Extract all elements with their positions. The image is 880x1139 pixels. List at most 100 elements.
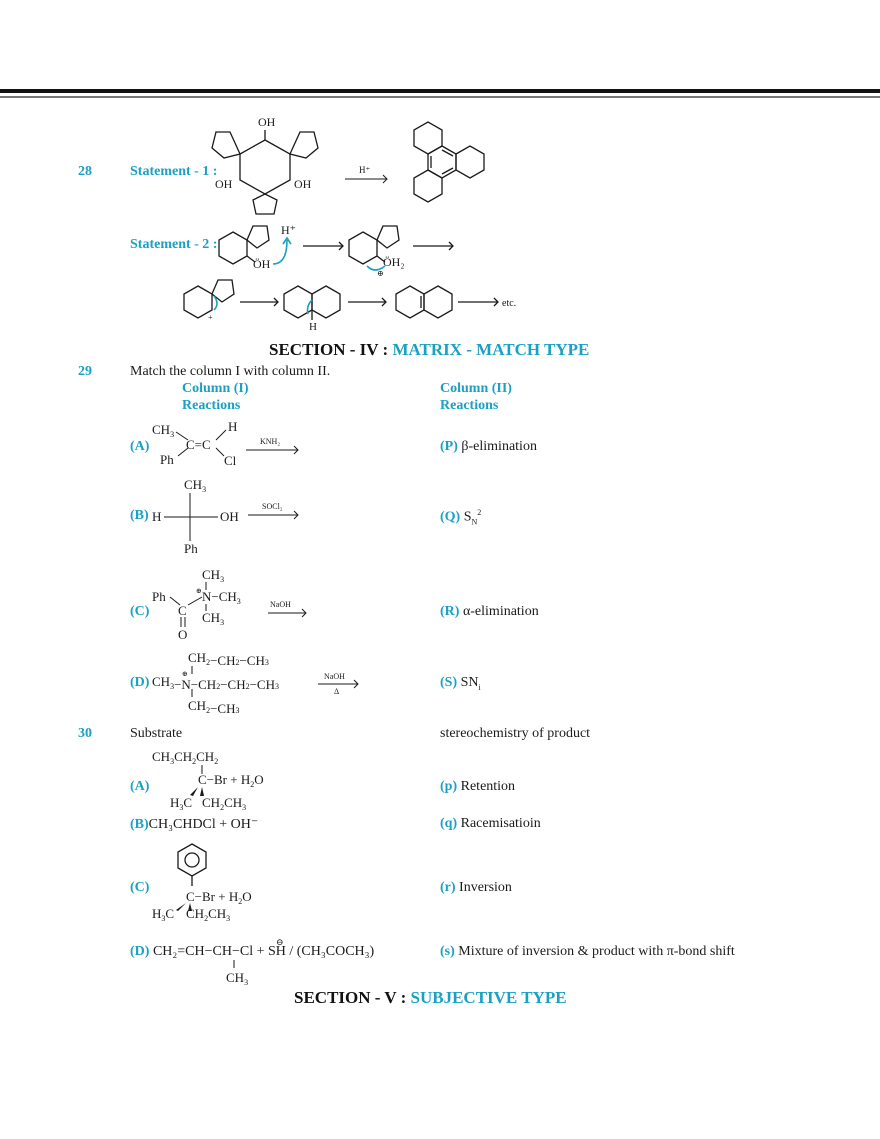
svg-text:NaOH: NaOH	[270, 600, 291, 609]
svg-text:Cl: Cl	[224, 453, 237, 468]
svg-text:etc.: etc.	[502, 298, 516, 309]
q30-option-q: (q) Racemisatioin	[440, 816, 541, 832]
svg-text:H3C: H3C	[170, 795, 192, 812]
svg-text:ÖH: ÖH	[253, 257, 271, 271]
q29-option-q: (Q) SN2	[440, 508, 481, 526]
q29-prompt: Match the column I with column II.	[130, 364, 331, 379]
section-4-prefix: SECTION - IV :	[269, 340, 393, 359]
svg-text:OH: OH	[220, 509, 239, 524]
svg-text:CH3CH2CH2: CH3CH2CH2	[152, 749, 218, 766]
q30-option-s-text: Mixture of inversion & product with π-bo…	[458, 944, 735, 959]
svg-text:C: C	[178, 603, 187, 618]
q29-option-s-text: SN	[460, 675, 479, 690]
q30-option-q-text: Racemisatioin	[460, 816, 541, 831]
svg-text:H3C: H3C	[152, 906, 174, 923]
q30-option-d-substituent: CH3	[226, 960, 248, 987]
q30-col2-header: stereochemistry of product	[440, 726, 591, 741]
q29-option-p-text: β-elimination	[461, 439, 537, 454]
q30-option-p: (p) Retention	[440, 779, 515, 795]
q29-option-b-structure: CH3 H OH Ph SOCl₂	[152, 477, 299, 556]
statement-2-row1-structures: ÖH H⁺ ÖH₂ ⊕	[218, 223, 454, 278]
q30-option-r: (r) Inversion	[440, 880, 512, 896]
q29-option-r-text: α-elimination	[462, 604, 539, 619]
q30-option-p-label: (p)	[440, 779, 458, 794]
q29-option-p: (P) β-elimination	[440, 439, 537, 455]
statement-2-row2-structures: + H etc.	[183, 279, 516, 333]
question-number-29: 29	[78, 364, 92, 379]
svg-text:NaOH: NaOH	[324, 672, 345, 681]
q30-option-r-label: (r)	[440, 880, 456, 895]
svg-text:OH: OH	[294, 177, 312, 191]
q30-col1-header: Substrate	[130, 726, 183, 741]
svg-text:CH3: CH3	[202, 610, 224, 627]
header-rule-thin	[0, 96, 880, 98]
svg-text:CH3: CH3	[226, 970, 248, 987]
q29-option-q-sup: 2	[477, 508, 482, 517]
svg-text:H⁺: H⁺	[281, 223, 296, 237]
q30-option-b-formula: CH₃CHDCl + OH⁻	[148, 817, 259, 832]
svg-text:Ph: Ph	[184, 541, 198, 556]
q30-option-d-label: (D)	[130, 944, 150, 959]
header-rule-thick	[0, 89, 880, 93]
q29-option-d-label: (D)	[130, 675, 150, 690]
svg-text:H: H	[152, 509, 161, 524]
q29-option-s-sub: i	[478, 682, 481, 692]
q29-option-q-text: S	[463, 509, 472, 525]
q29-option-a-structure: CH3 C=C H Ph Cl KNH₂	[152, 419, 299, 468]
svg-text:CH3: CH3	[184, 477, 206, 494]
svg-text:C−Br + H2O: C−Br + H2O	[198, 772, 264, 789]
question-number-28: 28	[78, 164, 92, 179]
svg-text:H: H	[309, 321, 317, 333]
q29-option-r: (R) α-elimination	[440, 604, 539, 620]
svg-text:CH3−N−CH2−CH2−CH3: CH3−N−CH2−CH2−CH3	[152, 674, 279, 692]
svg-text:Ph: Ph	[152, 589, 166, 604]
section-5-prefix: SECTION - V :	[294, 988, 411, 1007]
svg-text:CH2CH3: CH2CH3	[202, 795, 246, 812]
svg-text:CH2CH3: CH2CH3	[186, 906, 230, 923]
section-4-title: MATRIX - MATCH TYPE	[392, 340, 590, 359]
q29-col1-sub: Reactions	[182, 398, 241, 413]
q30-option-p-text: Retention	[460, 779, 516, 794]
q30-option-a-label: (A)	[130, 779, 150, 794]
statement-1-product-structure	[413, 121, 485, 203]
q29-option-d-structure: CH2−CH2−CH3 ⊕ CH3−N−CH2−CH2−CH3 CH2−CH3 …	[152, 650, 359, 716]
q29-col2-sub: Reactions	[440, 398, 499, 413]
svg-text:H: H	[228, 419, 237, 434]
q30-option-r-text: Inversion	[459, 880, 512, 895]
svg-text:+: +	[208, 313, 213, 322]
q30-option-c-label: (C)	[130, 880, 150, 895]
statement-1-arrow: H⁺	[345, 165, 388, 184]
svg-text:C−Br + H2O: C−Br + H2O	[186, 889, 252, 906]
q30-option-s-label: (s)	[440, 944, 455, 959]
q30-option-b-label: (B)	[130, 817, 149, 832]
q29-option-q-sub: N	[471, 517, 478, 527]
q30-option-c-structure: C−Br + H2O H3C CH2CH3	[152, 843, 252, 923]
q29-col1-header: Column (I)	[182, 381, 249, 396]
statement-1-label-text: Statement - 1 :	[130, 164, 218, 179]
q29-option-s: (S) SNi	[440, 675, 481, 692]
q29-option-s-label: (S)	[440, 675, 458, 690]
q29-col2-header: Column (II)	[440, 381, 512, 396]
q29-option-p-label: (P)	[440, 439, 458, 454]
q30-option-b: (B)CH₃CHDCl + OH⁻	[130, 816, 258, 833]
svg-text:CH2−CH2−CH3: CH2−CH2−CH3	[188, 650, 269, 668]
q30-option-q-label: (q)	[440, 816, 458, 831]
q29-option-c-label: (C)	[130, 604, 150, 619]
section-4-heading: SECTION - IV : MATRIX - MATCH TYPE	[269, 340, 589, 360]
section-5-title: SUBJECTIVE TYPE	[410, 988, 567, 1007]
svg-text:H⁺: H⁺	[359, 165, 370, 175]
q30-option-a-structure: CH3CH2CH2 C−Br + H2O H3C CH2CH3	[152, 749, 264, 812]
q29-option-r-label: (R)	[440, 604, 460, 619]
svg-text:Δ: Δ	[334, 687, 339, 696]
q29-option-b-label: (B)	[130, 508, 149, 523]
svg-text:O: O	[178, 627, 187, 642]
question-number-30: 30	[78, 726, 92, 741]
svg-text:OH: OH	[215, 177, 233, 191]
q29-option-q-label: (Q)	[440, 509, 461, 525]
svg-text:CH3: CH3	[202, 567, 224, 584]
svg-text:KNH₂: KNH₂	[260, 437, 280, 446]
q30-option-d: (D) CH₂=CH−CH−Cl + SH / (CH₃COCH₃)	[130, 944, 374, 960]
svg-text:CH3: CH3	[152, 422, 174, 439]
q29-option-a-label: (A)	[130, 439, 150, 454]
q29-option-c-structure: CH3 ⊕ N−CH3 Ph C CH3 O NaOH	[152, 567, 307, 642]
